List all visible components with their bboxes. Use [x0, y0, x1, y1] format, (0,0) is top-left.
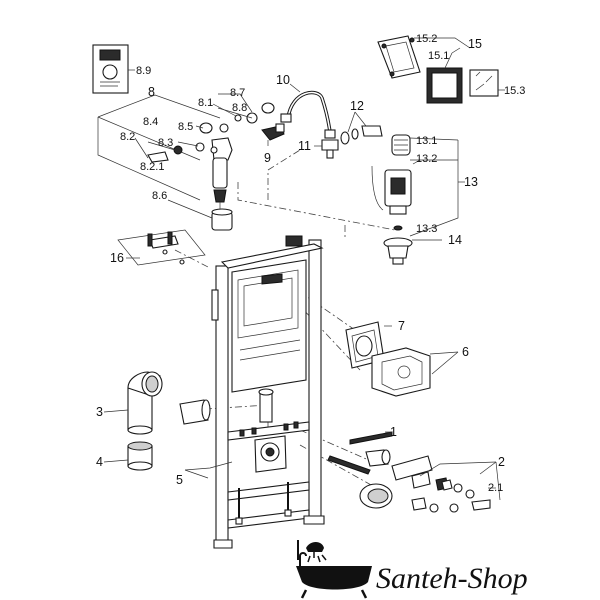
label-8-1: 8.1: [198, 97, 213, 109]
part-2-drain-kit: [359, 455, 501, 513]
label-8-5: 8.5: [178, 121, 193, 133]
label-12: 12: [350, 99, 364, 113]
part-10-hose: [280, 83, 336, 139]
label-15-3: 15.3: [504, 85, 525, 97]
part-13-flush-mechanism: [371, 134, 465, 237]
label-13-2: 13.2: [416, 153, 437, 165]
label-2-1: 2.1: [488, 482, 503, 494]
label-2: 2: [498, 455, 505, 469]
label-13-3: 13.3: [416, 223, 437, 235]
label-9: 9: [264, 151, 271, 165]
part-6-protection-box: [371, 347, 459, 397]
label-8-8: 8.8: [232, 102, 247, 114]
label-8: 8: [148, 85, 155, 99]
part-4-connector: [103, 441, 153, 471]
label-14: 14: [448, 233, 462, 247]
label-13-1: 13.1: [416, 135, 437, 147]
label-8-4: 8.4: [143, 116, 158, 128]
logo-text: Santeh-Shop: [376, 562, 528, 595]
label-13: 13: [464, 175, 478, 189]
label-16: 16: [110, 251, 124, 265]
label-15-1: 15.1: [428, 50, 449, 62]
part-16-bracket-kit: [117, 229, 206, 266]
installation-frame: [211, 235, 325, 560]
label-3: 3: [96, 405, 103, 419]
label-8-2-1: 8.2.1: [140, 161, 164, 173]
label-4: 4: [96, 455, 103, 469]
label-11: 11: [298, 139, 311, 153]
part-15-flush-plate: [377, 35, 505, 104]
label-8-2: 8.2: [120, 131, 135, 143]
part-14-drain-valve: [383, 237, 442, 265]
label-8-6: 8.6: [152, 190, 167, 202]
label-6: 6: [462, 345, 469, 359]
label-10: 10: [276, 73, 290, 87]
label-5: 5: [176, 473, 183, 487]
part-labels: 8.9 8 8.7 8.1 8.8 8.4 8.5 8.2 8.3 8.2.1 …: [96, 33, 525, 494]
label-8-9: 8.9: [136, 65, 151, 77]
part-3-drain-bend: [103, 371, 163, 435]
label-8-3: 8.3: [158, 137, 173, 149]
label-7: 7: [398, 319, 405, 333]
santeh-shop-logo: Santeh-Shop: [296, 542, 528, 599]
part-8-9-icon: [92, 44, 135, 94]
part-11-12-fittings: [314, 111, 383, 159]
part-1-accessories: [184, 431, 393, 479]
label-8-7: 8.7: [230, 87, 245, 99]
drain-sleeve: [179, 399, 211, 425]
part-8-fill-valve-group: [97, 93, 275, 231]
label-1: 1: [390, 425, 397, 439]
part-9-angle-valve: [261, 123, 285, 146]
label-15-2: 15.2: [416, 33, 437, 45]
label-15: 15: [468, 37, 482, 51]
